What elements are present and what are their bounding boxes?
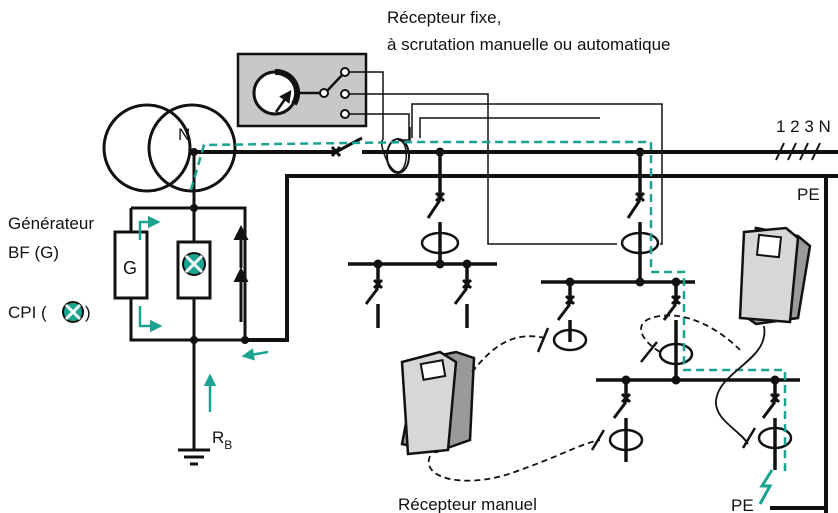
fixed-receiver-label-line1: Récepteur fixe, <box>387 8 501 27</box>
manual-receiver-cable <box>427 314 741 482</box>
generator-box-label: G <box>123 258 137 278</box>
neutral-label: N <box>178 125 190 144</box>
generator-label-line2: BF (G) <box>8 243 59 262</box>
junction-dots <box>373 147 780 385</box>
feeder-breakers <box>364 191 781 419</box>
signal-path <box>189 140 787 476</box>
earth-junction-bottom <box>190 336 198 344</box>
rb-label: RB <box>212 428 232 452</box>
manual-receiver-device <box>400 350 476 456</box>
cpi-legend-icon <box>62 301 84 323</box>
earthing-circuit <box>129 152 247 450</box>
pe-top-label: PE <box>797 185 820 204</box>
portable-receiver-cable <box>715 325 766 445</box>
manual-receiver-label: Récepteur manuel <box>398 495 537 513</box>
cpi-label-close: ) <box>85 303 91 322</box>
fixed-receiver <box>236 52 368 128</box>
main-busbars <box>194 150 838 513</box>
fault-lightning-icon <box>758 469 774 505</box>
generator-label-line1: Générateur <box>8 214 94 233</box>
pe-junction <box>241 336 249 344</box>
main-cable-sensor <box>386 138 410 174</box>
clamp-leads <box>536 327 757 451</box>
main-breaker <box>330 136 363 157</box>
phase-ticks <box>775 142 821 161</box>
receiver-cables <box>349 71 663 245</box>
cpi-label-open: CPI ( <box>8 303 47 322</box>
generator-box <box>113 230 149 300</box>
ground-icon <box>178 448 210 466</box>
phases-label: 1 2 3 N <box>776 117 831 136</box>
transformer: N <box>102 103 237 193</box>
fixed-receiver-label-line2: à scrutation manuelle ou automatique <box>387 35 671 54</box>
pe-bottom-label: PE <box>731 496 754 513</box>
signal-arrows <box>138 215 269 412</box>
feeder-sensors <box>420 231 793 452</box>
cpi-symbol-icon <box>182 252 206 276</box>
earth-junction-top <box>190 204 198 212</box>
portable-receiver-device <box>738 226 812 326</box>
